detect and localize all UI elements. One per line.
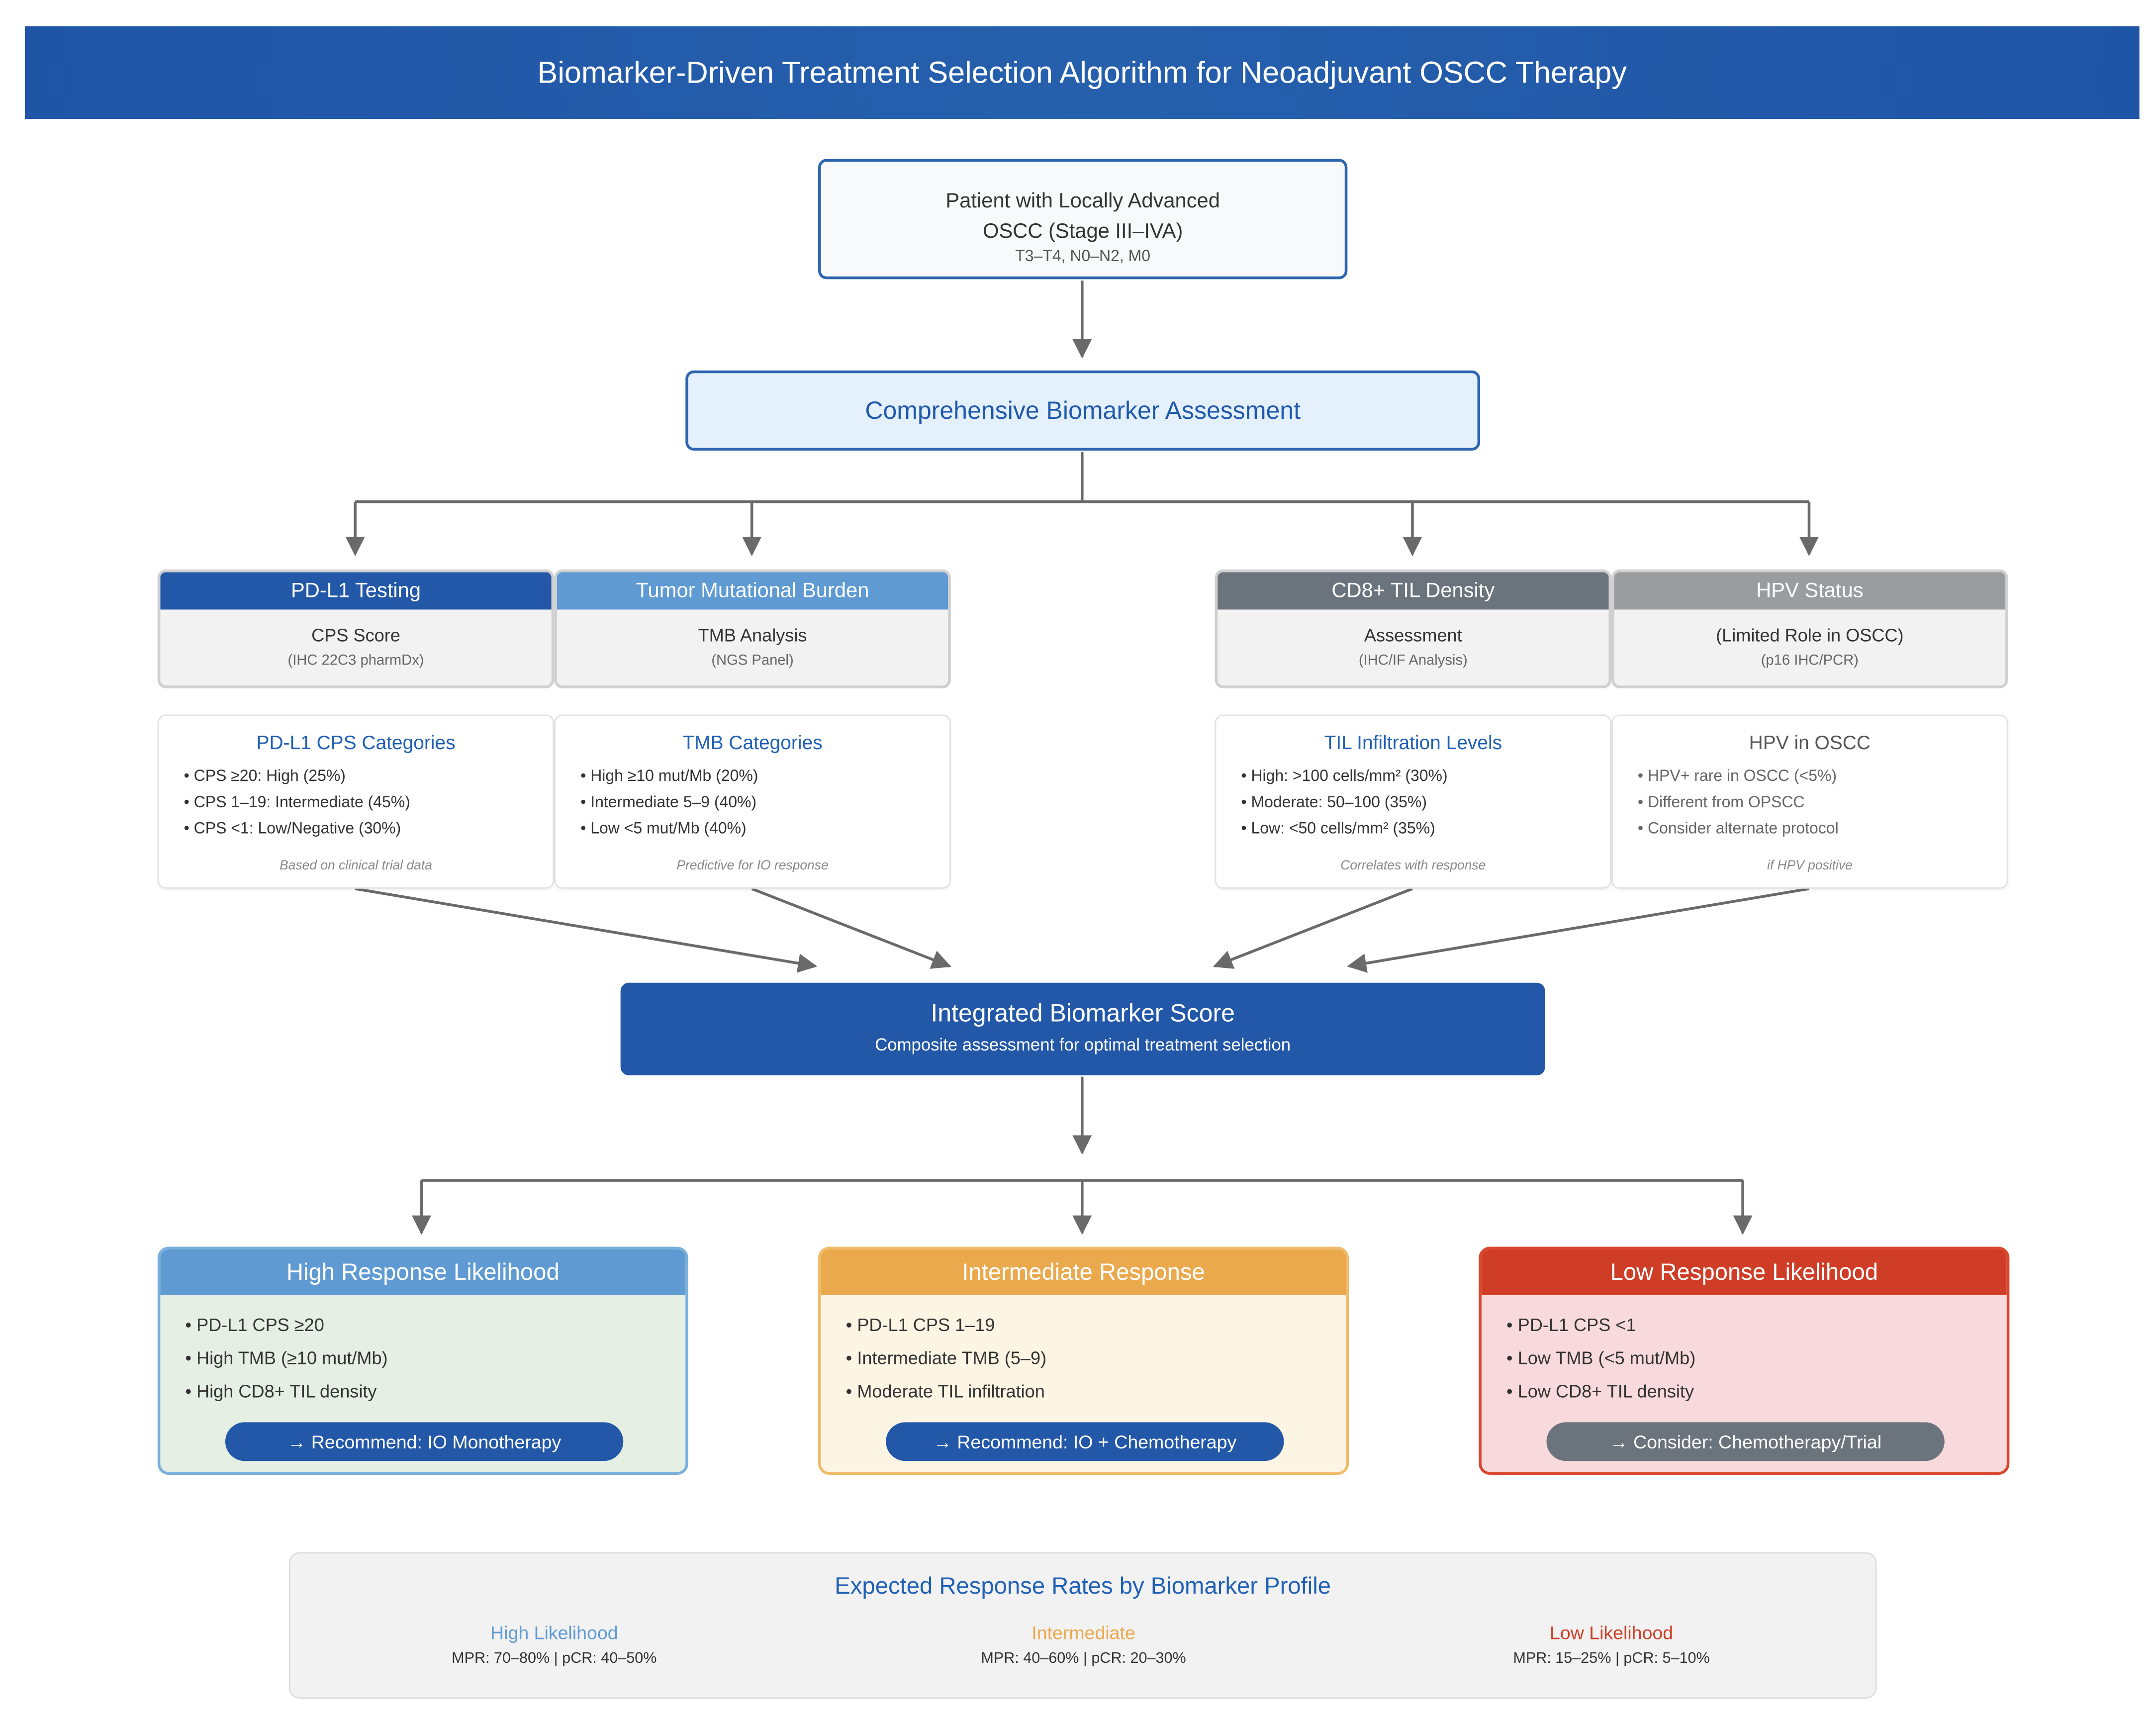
rate-value: MPR: 15–25% | pCR: 5–10% bbox=[1513, 1650, 1710, 1667]
arrow-pdl1-to-score bbox=[355, 887, 818, 973]
test-line2: (p16 IHC/PCR) bbox=[1761, 652, 1859, 669]
page-title: Biomarker-Driven Treatment Selection Alg… bbox=[537, 54, 1627, 90]
test-box-tmb: Tumor Mutational Burden TMB Analysis (NG… bbox=[554, 569, 951, 688]
response-item: PD-L1 CPS 1–19 bbox=[846, 1309, 1346, 1342]
rate-column-high: High Likelihood MPR: 70–80% | pCR: 40–50… bbox=[347, 1623, 761, 1667]
patient-box: Patient with Locally Advanced OSCC (Stag… bbox=[818, 159, 1348, 280]
category-title: HPV in OSCC bbox=[1749, 731, 1871, 754]
response-item: Low CD8+ TIL density bbox=[1506, 1375, 2007, 1409]
category-item: High: >100 cells/mm² (30%) bbox=[1241, 765, 1610, 791]
response-item: Moderate TIL infiltration bbox=[846, 1375, 1346, 1409]
patient-line1: Patient with Locally Advanced bbox=[945, 189, 1220, 213]
test-header-pdl1: PD-L1 Testing bbox=[160, 572, 552, 610]
category-card-pdl1: PD-L1 CPS Categories CPS ≥20: High (25%)… bbox=[157, 714, 555, 889]
category-item: CPS ≥20: High (25%) bbox=[184, 765, 553, 791]
rate-name: Low Likelihood bbox=[1549, 1623, 1674, 1643]
category-card-til: TIL Infiltration Levels High: >100 cells… bbox=[1215, 714, 1612, 889]
category-footer: if HPV positive bbox=[1767, 858, 1853, 874]
patient-line3: T3–T4, N0–N2, M0 bbox=[1015, 249, 1151, 266]
category-footer: Predictive for IO response bbox=[676, 858, 829, 874]
test-box-til: CD8+ TIL Density Assessment (IHC/IF Anal… bbox=[1215, 569, 1612, 688]
test-line1: (Limited Role in OSCC) bbox=[1716, 625, 1904, 646]
arrow-hpv-to-score bbox=[1347, 887, 1809, 973]
response-box-intermediate: Intermediate Response PD-L1 CPS 1–19 Int… bbox=[818, 1246, 1349, 1475]
test-box-hpv: HPV Status (Limited Role in OSCC) (p16 I… bbox=[1611, 569, 2008, 688]
category-item: High ≥10 mut/Mb (20%) bbox=[580, 765, 949, 791]
score-subtitle: Composite assessment for optimal treatme… bbox=[875, 1035, 1291, 1055]
rate-value: MPR: 40–60% | pCR: 20–30% bbox=[981, 1650, 1186, 1667]
rate-column-low: Low Likelihood MPR: 15–25% | pCR: 5–10% bbox=[1404, 1623, 1819, 1667]
category-card-hpv: HPV in OSCC HPV+ rare in OSCC (<5%) Diff… bbox=[1611, 714, 2008, 889]
test-header-tmb: Tumor Mutational Burden bbox=[557, 572, 948, 610]
test-line2: (IHC/IF Analysis) bbox=[1358, 652, 1468, 669]
test-box-pdl1: PD-L1 Testing CPS Score (IHC 22C3 pharmD… bbox=[157, 569, 555, 688]
category-title: TMB Categories bbox=[682, 731, 823, 754]
category-footer: Based on clinical trial data bbox=[280, 858, 432, 874]
title-banner: Biomarker-Driven Treatment Selection Alg… bbox=[25, 26, 2140, 119]
recommendation-pill: → Recommend: IO + Chemotherapy bbox=[886, 1422, 1284, 1461]
category-item: CPS <1: Low/Negative (30%) bbox=[184, 817, 553, 843]
rate-column-intermediate: Intermediate MPR: 40–60% | pCR: 20–30% bbox=[876, 1623, 1291, 1667]
category-item: Consider alternate protocol bbox=[1638, 817, 2007, 843]
test-line1: CPS Score bbox=[311, 625, 400, 646]
biomarker-assessment-box: Comprehensive Biomarker Assessment bbox=[685, 370, 1481, 451]
category-item: Low <5 mut/Mb (40%) bbox=[580, 817, 949, 843]
rate-name: High Likelihood bbox=[490, 1623, 618, 1643]
test-header-til: CD8+ TIL Density bbox=[1218, 572, 1609, 610]
response-header: High Response Likelihood bbox=[160, 1249, 686, 1295]
category-title: PD-L1 CPS Categories bbox=[256, 731, 456, 754]
test-header-hpv: HPV Status bbox=[1614, 572, 2006, 610]
rate-value: MPR: 70–80% | pCR: 40–50% bbox=[452, 1650, 657, 1667]
response-header: Intermediate Response bbox=[821, 1249, 1346, 1295]
test-line1: Assessment bbox=[1364, 625, 1462, 646]
category-title: TIL Infiltration Levels bbox=[1324, 731, 1502, 754]
response-header: Low Response Likelihood bbox=[1481, 1249, 2007, 1295]
recommendation-pill: → Recommend: IO Monotherapy bbox=[225, 1422, 624, 1461]
response-item: Intermediate TMB (5–9) bbox=[846, 1342, 1346, 1375]
response-item: High CD8+ TIL density bbox=[185, 1375, 685, 1409]
category-item: Different from OPSCC bbox=[1638, 790, 2007, 817]
arrow-tmb-to-score bbox=[751, 887, 951, 969]
category-footer: Correlates with response bbox=[1340, 858, 1486, 874]
category-item: HPV+ rare in OSCC (<5%) bbox=[1638, 765, 2007, 791]
category-item: Low: <50 cells/mm² (35%) bbox=[1241, 817, 1610, 843]
integrated-score-box: Integrated Biomarker Score Composite ass… bbox=[620, 982, 1545, 1075]
arrow-til-to-score bbox=[1213, 887, 1413, 969]
response-item: Low TMB (<5 mut/Mb) bbox=[1506, 1342, 2007, 1375]
score-title: Integrated Biomarker Score bbox=[931, 999, 1235, 1027]
response-item: High TMB (≥10 mut/Mb) bbox=[185, 1342, 685, 1375]
category-card-tmb: TMB Categories High ≥10 mut/Mb (20%) Int… bbox=[554, 714, 951, 889]
category-item: Intermediate 5–9 (40%) bbox=[580, 790, 949, 817]
test-line2: (IHC 22C3 pharmDx) bbox=[287, 652, 424, 669]
category-item: Moderate: 50–100 (35%) bbox=[1241, 790, 1610, 817]
category-item: CPS 1–19: Intermediate (45%) bbox=[184, 790, 553, 817]
patient-line2: OSCC (Stage III–IVA) bbox=[983, 219, 1183, 244]
assessment-label: Comprehensive Biomarker Assessment bbox=[865, 396, 1301, 424]
response-rates-panel: Expected Response Rates by Biomarker Pro… bbox=[288, 1552, 1877, 1699]
rate-name: Intermediate bbox=[1031, 1623, 1135, 1643]
response-item: PD-L1 CPS ≥20 bbox=[185, 1309, 685, 1342]
recommendation-pill: → Consider: Chemotherapy/Trial bbox=[1546, 1422, 1945, 1461]
response-item: PD-L1 CPS <1 bbox=[1506, 1309, 2007, 1342]
test-line1: TMB Analysis bbox=[698, 625, 807, 646]
rates-title: Expected Response Rates by Biomarker Pro… bbox=[835, 1573, 1331, 1600]
response-box-high: High Response Likelihood PD-L1 CPS ≥20 H… bbox=[157, 1246, 688, 1475]
response-box-low: Low Response Likelihood PD-L1 CPS <1 Low… bbox=[1479, 1246, 2010, 1475]
test-line2: (NGS Panel) bbox=[711, 652, 794, 669]
